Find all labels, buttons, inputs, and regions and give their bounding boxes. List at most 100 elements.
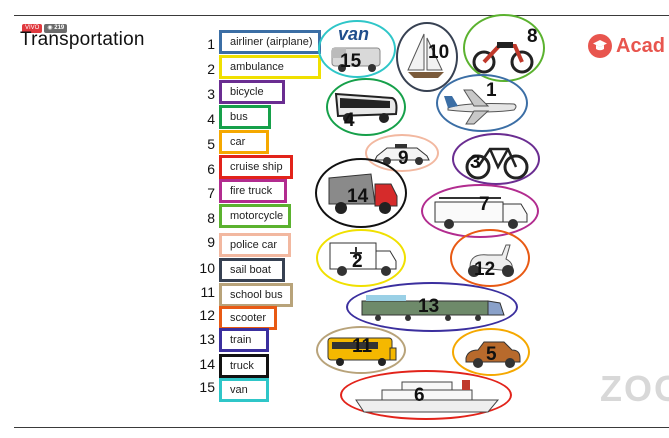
list-item-label: van xyxy=(230,384,248,396)
airplane-icon xyxy=(444,89,517,125)
list-item-label: train xyxy=(230,334,252,346)
picture-truck: 14 xyxy=(315,158,407,228)
list-item-motorcycle: motorcycle xyxy=(219,204,291,228)
list-number: 11 xyxy=(200,284,215,300)
picture-airplane: 1 xyxy=(436,74,528,132)
list-number: 8 xyxy=(207,210,215,226)
van-caption: van xyxy=(338,24,370,44)
picture-school-bus: 11 xyxy=(316,326,406,374)
list-number: 13 xyxy=(199,331,215,347)
picture-number: 14 xyxy=(347,186,369,207)
picture-number: 8 xyxy=(527,26,538,47)
list-number: 4 xyxy=(207,111,215,127)
list-item-label: car xyxy=(230,136,246,148)
list-item-sail-boat: sail boat xyxy=(219,258,285,282)
picture-number: 12 xyxy=(474,259,496,280)
list-item-police-car: police car xyxy=(219,233,291,257)
picture-number: 6 xyxy=(414,385,425,406)
list-item-school-bus: school bus xyxy=(219,283,293,307)
picture-number: 5 xyxy=(486,344,497,365)
list-number: 14 xyxy=(199,356,215,372)
list-number: 12 xyxy=(199,307,215,323)
picture-number: 9 xyxy=(398,148,409,169)
list-number: 5 xyxy=(207,136,215,152)
bus-icon xyxy=(334,92,398,123)
picture-number: 15 xyxy=(340,51,362,72)
list-item-cruise-ship: cruise ship xyxy=(219,155,293,179)
list-item-train: train xyxy=(219,328,269,352)
top-divider xyxy=(14,15,669,16)
list-item-label: scooter xyxy=(230,312,267,324)
list-item-airliner: airliner (airplane) xyxy=(219,30,321,54)
viewer-count: ◉ 219 xyxy=(44,24,68,33)
picture-cruise-ship: 6 xyxy=(340,370,512,420)
list-item-bicycle: bicycle xyxy=(219,80,285,104)
picture-van: van 15 xyxy=(318,20,396,78)
picture-ambulance: 2 xyxy=(316,229,406,287)
picture-train: 13 xyxy=(346,282,518,332)
car-icon xyxy=(465,341,521,368)
ambulance-icon xyxy=(329,242,397,276)
cruise-ship-icon xyxy=(355,380,500,413)
truck-icon xyxy=(328,173,398,214)
list-item-ambulance: ambulance xyxy=(219,55,321,79)
list-number: 10 xyxy=(199,260,215,276)
picture-number: 3 xyxy=(470,152,481,173)
list-number: 15 xyxy=(199,379,215,395)
picture-number: 7 xyxy=(479,194,490,215)
list-number: 7 xyxy=(207,185,215,201)
picture-scooter: 12 xyxy=(450,229,530,287)
viewer-count-value: 219 xyxy=(54,25,65,31)
picture-bicycle: 3 xyxy=(452,133,540,185)
list-number: 9 xyxy=(207,234,215,250)
picture-fire-truck: 7 xyxy=(421,184,539,238)
picture-number: 13 xyxy=(418,296,440,317)
train-icon xyxy=(361,295,505,321)
graduation-cap-icon xyxy=(588,34,612,58)
list-item-label: ambulance xyxy=(230,61,284,73)
motorcycle-icon xyxy=(472,42,534,74)
bottom-divider xyxy=(14,427,669,428)
picture-number: 1 xyxy=(486,80,497,101)
scooter-icon xyxy=(468,244,514,277)
bicycle-icon xyxy=(465,147,529,180)
picture-number: 10 xyxy=(428,42,450,63)
list-item-label: truck xyxy=(230,360,254,372)
list-item-car: car xyxy=(219,130,269,154)
list-item-label: fire truck xyxy=(230,185,273,197)
list-item-label: sail boat xyxy=(230,264,271,276)
zoom-watermark: ZOO xyxy=(600,368,669,409)
picture-sailboat: 10 xyxy=(396,22,458,92)
list-item-label: police car xyxy=(230,239,278,251)
live-indicator: VIVO ◉ 219 xyxy=(22,24,68,33)
picture-number: 11 xyxy=(352,336,373,357)
list-number: 3 xyxy=(207,86,215,102)
picture-bus: 4 xyxy=(326,78,406,136)
picture-motorcycle: 8 xyxy=(463,14,545,82)
list-item-bus: bus xyxy=(219,105,271,129)
school-bus-icon xyxy=(327,337,397,366)
list-item-label: airliner (airplane) xyxy=(230,36,313,48)
list-item-label: bus xyxy=(230,111,248,123)
list-item-label: motorcycle xyxy=(230,210,284,222)
picture-number: 4 xyxy=(344,110,355,131)
van-icon xyxy=(331,47,381,72)
list-item-van: van xyxy=(219,378,269,402)
list-item-label: cruise ship xyxy=(230,161,283,173)
list-number: 1 xyxy=(207,36,215,52)
picture-number: 2 xyxy=(352,251,363,272)
list-number: 2 xyxy=(207,61,215,77)
brand-text: Acad xyxy=(616,34,665,57)
list-item-scooter: scooter xyxy=(219,306,277,330)
live-badge: VIVO xyxy=(22,24,43,33)
list-number: 6 xyxy=(207,161,215,177)
brand-logo: Acad xyxy=(588,34,665,58)
picture-car: 5 xyxy=(452,328,530,376)
list-item-fire-truck: fire truck xyxy=(219,179,287,203)
fire-truck-icon xyxy=(434,197,528,229)
sailboat-icon xyxy=(407,33,444,78)
list-item-label: bicycle xyxy=(230,86,264,98)
list-item-truck: truck xyxy=(219,354,269,378)
list-item-label: school bus xyxy=(230,289,283,301)
page-title: Transportation xyxy=(20,29,145,50)
